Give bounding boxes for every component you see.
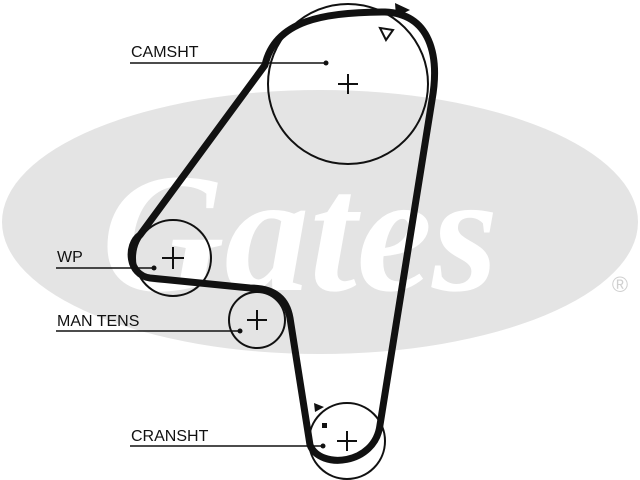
tensioner-leader-dot — [237, 328, 243, 334]
camshaft-pulley — [267, 3, 429, 165]
crankshaft-pulley — [308, 402, 386, 480]
water-pump-label: WP — [57, 249, 83, 266]
tensioner-pulley-outline — [228, 291, 286, 349]
camshaft-pulley-outline — [267, 3, 429, 165]
center-plus-icon — [338, 74, 358, 94]
crankshaft-timing-mark — [314, 403, 327, 428]
water-pump-pulley — [134, 219, 212, 297]
timing-notch-icon — [322, 423, 327, 428]
watermark-text: Gates — [102, 139, 499, 327]
rotation-arrow-icon — [395, 3, 410, 17]
camshaft-leader-dot — [323, 60, 329, 66]
tensioner-label: MAN TENS — [57, 313, 139, 330]
crankshaft-label: CRANSHT — [131, 428, 209, 445]
timing-notch-icon — [378, 26, 395, 42]
watermark-ellipse — [2, 90, 638, 354]
timing-belt — [127, 8, 438, 464]
water-pump-pulley-outline — [134, 219, 212, 297]
center-plus-icon — [247, 310, 267, 330]
center-plus-icon — [337, 431, 357, 451]
leader-lines — [56, 60, 329, 449]
tensioner-pulley — [228, 291, 286, 349]
crankshaft-pulley-outline — [308, 402, 386, 480]
camshaft-timing-mark — [378, 3, 410, 42]
crankshaft-leader-dot — [320, 443, 326, 449]
rotation-arrow-icon — [314, 403, 324, 412]
watermark-registered-mark: ® — [612, 272, 628, 297]
camshaft-label: CAMSHT — [131, 44, 199, 61]
center-plus-icon — [162, 247, 184, 269]
water-pump-leader-dot — [151, 265, 157, 271]
